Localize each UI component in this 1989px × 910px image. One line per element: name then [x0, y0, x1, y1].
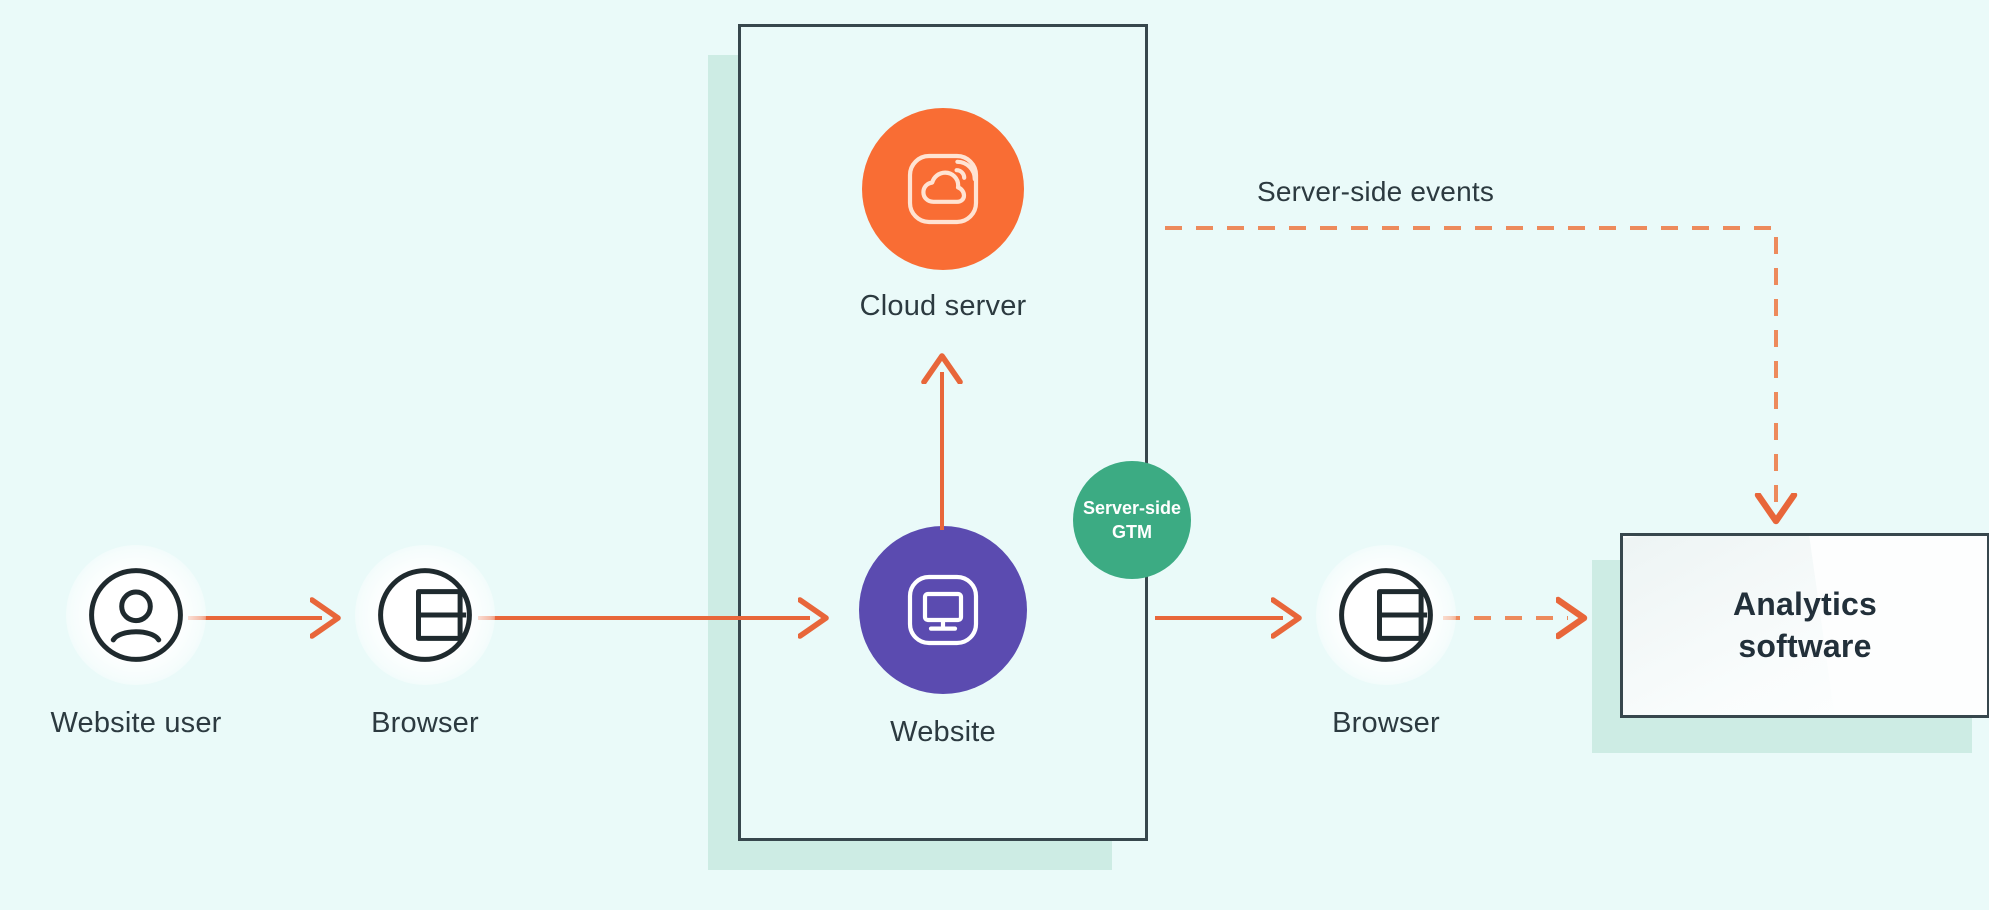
node-label-browser-right: Browser [1332, 707, 1440, 739]
edge-label-server-side-events: Server-side events [1257, 176, 1495, 207]
node-website[interactable]: Website [845, 526, 1041, 749]
node-label-cloud-server: Cloud server [859, 290, 1027, 322]
browser-circle-glyph [1339, 568, 1433, 662]
monitor-glyph [907, 574, 979, 646]
analytics-label-line1: Analytics [1732, 585, 1878, 622]
gtm-badge-line2: GTM [1112, 522, 1152, 542]
node-browser-right[interactable]: Browser [1291, 545, 1481, 740]
browser-circle-icon [1316, 545, 1456, 685]
user-circle-icon [66, 545, 206, 685]
browser-circle-glyph [378, 568, 472, 662]
server-side-gtm-badge[interactable]: Server-side GTM [1073, 461, 1191, 579]
node-browser-left[interactable]: Browser [330, 545, 520, 740]
edge-cloud-to-analytics [1165, 226, 1776, 505]
cloud-server-glyph [907, 153, 979, 225]
monitor-icon [859, 526, 1027, 694]
browser-circle-icon [355, 545, 495, 685]
cloud-server-icon [862, 108, 1024, 270]
node-label-website: Website [890, 716, 996, 748]
server-side-gtm-badge-text: Server-side GTM [1083, 496, 1181, 545]
node-label-website-user: Website user [50, 707, 222, 739]
gtm-badge-line1: Server-side [1082, 497, 1182, 518]
node-website-user[interactable]: Website user [41, 545, 231, 740]
analytics-label-line2: software [1738, 627, 1872, 664]
user-circle-glyph [89, 568, 183, 662]
analytics-software-label: Analytics software [1733, 584, 1877, 667]
node-cloud-server[interactable]: Cloud server [848, 108, 1038, 323]
analytics-software-box[interactable]: Analytics software [1620, 533, 1989, 718]
node-label-browser-left: Browser [371, 707, 479, 739]
